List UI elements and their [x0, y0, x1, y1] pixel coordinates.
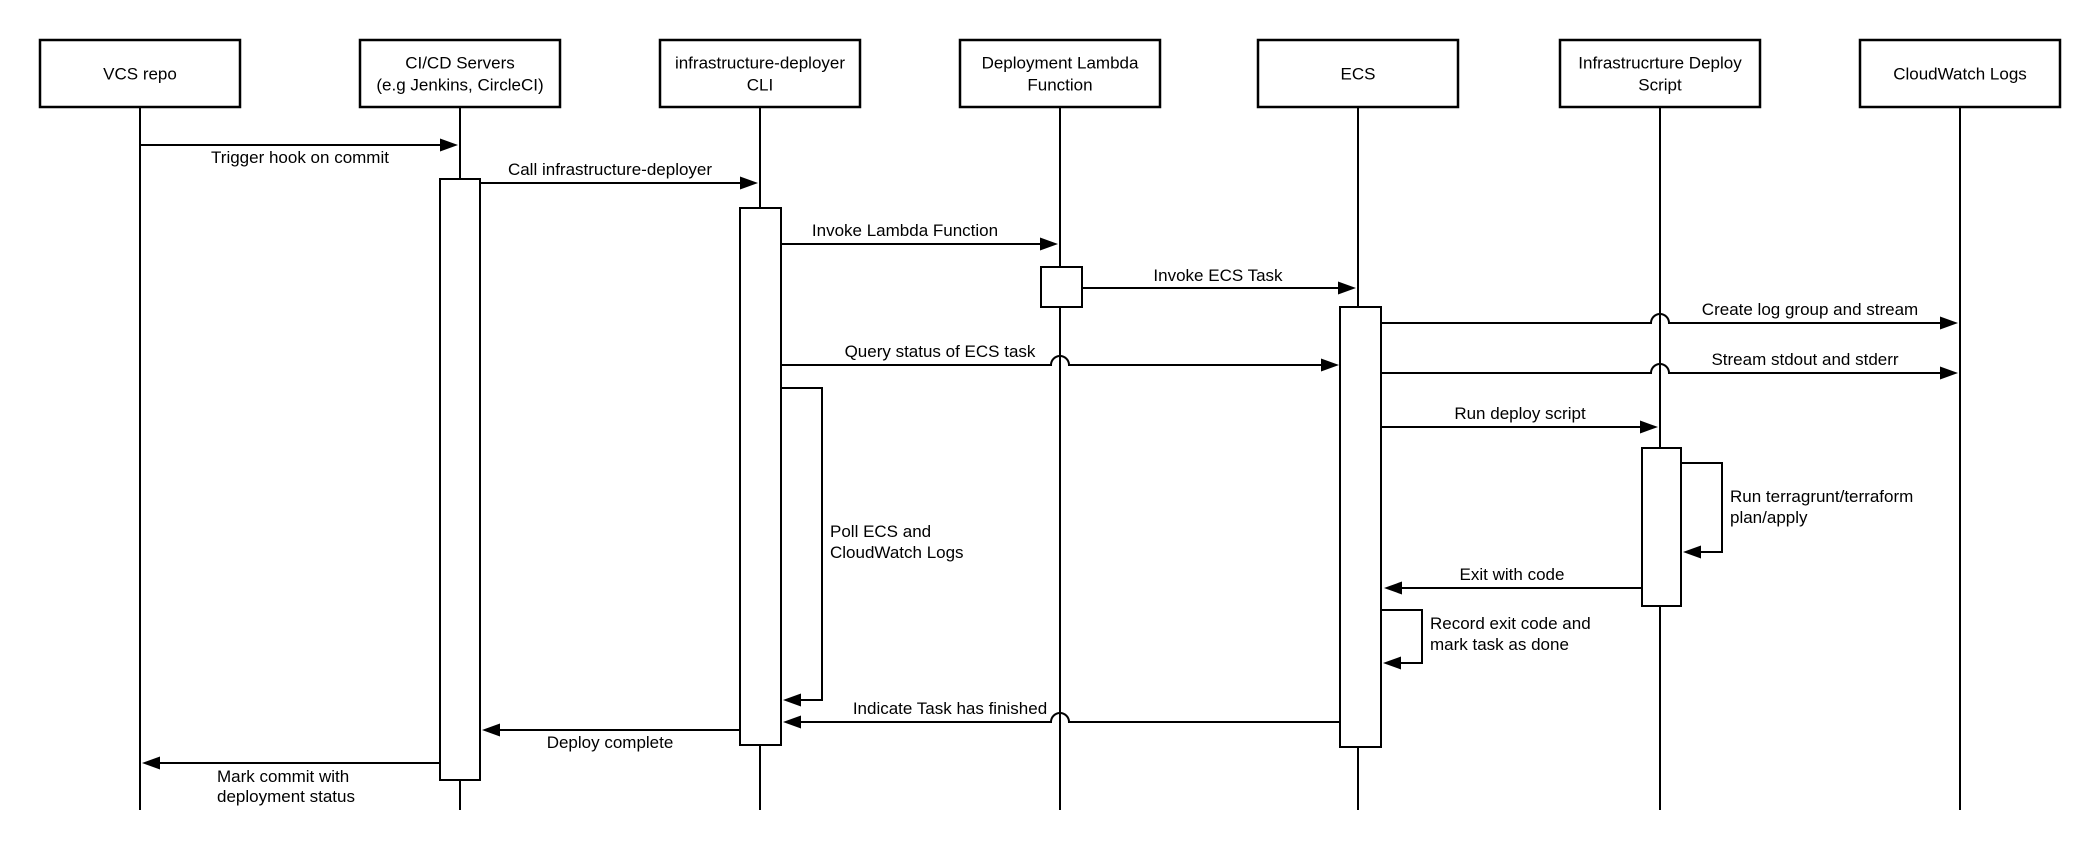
message-label-invoke-ecs-task: Invoke ECS Task [1153, 266, 1283, 285]
message-label-call-deployer: Call infrastructure-deployer [508, 160, 712, 179]
actor-label-cloudwatch: CloudWatch Logs [1893, 65, 2027, 84]
arrowhead-icon [783, 715, 801, 729]
actor-box-cli [658, 38, 862, 109]
self-message-line-record-exit [1381, 609, 1423, 664]
message-label-deploy-complete: Deploy complete [547, 733, 674, 752]
message-line-query-status [781, 355, 1325, 366]
message-line-task-finished [797, 712, 1340, 723]
message-label-task-finished: Indicate Task has finished [853, 699, 1047, 718]
actor-label-lambda: Deployment Lambda [982, 54, 1139, 73]
arrowhead-icon [440, 138, 458, 152]
arrowhead-icon [1338, 281, 1356, 295]
message-label-create-log-group: Create log group and stream [1702, 300, 1918, 319]
actor-label-cicd: (e.g Jenkins, CircleCI) [376, 76, 543, 95]
message-label-run-deploy-script: Run deploy script [1454, 404, 1586, 423]
actor-box-cloudwatch [1858, 38, 2062, 109]
self-message-line-poll-loop [781, 387, 823, 701]
self-message-label-terragrunt-run: plan/apply [1730, 508, 1808, 527]
activation-bar-deploy [1641, 447, 1682, 607]
message-label-invoke-lambda: Invoke Lambda Function [812, 221, 998, 240]
actor-label-cli: infrastructure-deployer [675, 54, 845, 73]
actor-label-cicd: CI/CD Servers [405, 54, 515, 73]
self-message-line-terragrunt-run [1681, 462, 1723, 553]
arrowhead-icon [783, 693, 801, 707]
actor-box-lambda [958, 38, 1162, 109]
message-label-mark-commit: deployment status [217, 787, 355, 806]
actor-label-lambda: Function [1027, 76, 1092, 95]
actor-box-cicd [358, 38, 562, 109]
self-message-label-record-exit: mark task as done [1430, 635, 1569, 654]
arrowhead-icon [142, 756, 160, 770]
actor-label-ecs: ECS [1341, 65, 1376, 84]
actor-box-vcs [38, 38, 242, 109]
arrowhead-icon [1940, 366, 1958, 380]
actor-box-ecs [1256, 38, 1460, 109]
activation-bar-ecs [1339, 306, 1382, 748]
arrowhead-icon [1384, 581, 1402, 595]
arrowhead-icon [1683, 545, 1701, 559]
self-message-label-poll-loop: CloudWatch Logs [830, 543, 964, 562]
message-line-stream-stdout [1381, 363, 1944, 374]
actor-label-vcs: VCS repo [103, 65, 177, 84]
actor-label-cli: CLI [747, 76, 773, 95]
arrowhead-icon [1940, 316, 1958, 330]
self-message-label-terragrunt-run: Run terragrunt/terraform [1730, 487, 1913, 506]
self-message-label-poll-loop: Poll ECS and [830, 522, 931, 541]
activation-bar-lambda [1040, 266, 1083, 308]
actor-label-deploy: Infrastrucrture Deploy [1578, 54, 1742, 73]
actor-label-deploy: Script [1638, 76, 1682, 95]
actor-box-deploy [1558, 38, 1762, 109]
message-label-stream-stdout: Stream stdout and stderr [1711, 350, 1898, 369]
message-label-exit-with-code: Exit with code [1460, 565, 1565, 584]
self-message-label-record-exit: Record exit code and [1430, 614, 1591, 633]
arrowhead-icon [740, 176, 758, 190]
arrowhead-icon [1040, 237, 1058, 251]
message-label-mark-commit: Mark commit with [217, 767, 349, 786]
message-line-create-log-group [1381, 313, 1944, 324]
arrowhead-icon [1640, 420, 1658, 434]
arrowhead-icon [1383, 656, 1401, 670]
message-label-query-status: Query status of ECS task [845, 342, 1036, 361]
arrowhead-icon [482, 723, 500, 737]
activation-bar-cicd [439, 178, 481, 781]
activation-bar-cli [739, 207, 782, 746]
message-label-trigger-hook: Trigger hook on commit [211, 148, 389, 167]
arrowhead-icon [1321, 358, 1339, 372]
